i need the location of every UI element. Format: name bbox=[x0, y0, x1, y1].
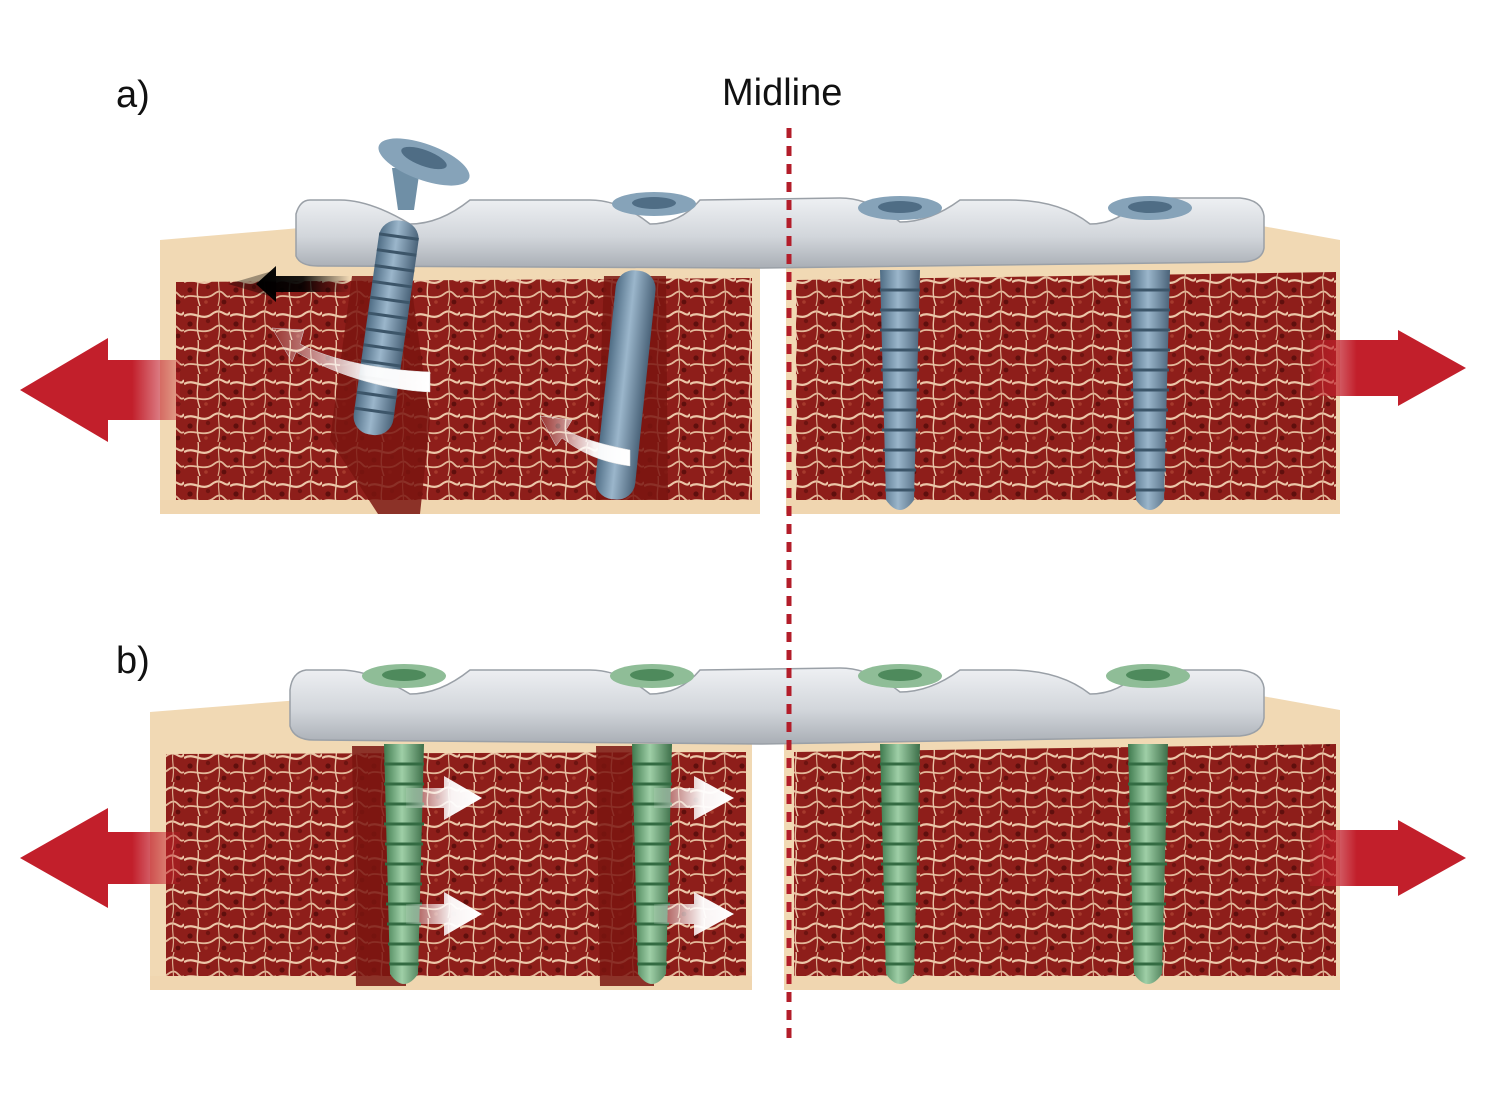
force-arrow-left-b-icon bbox=[20, 808, 180, 908]
plate-a bbox=[295, 197, 1265, 269]
plate-b bbox=[289, 667, 1265, 745]
force-arrow-right-a-icon bbox=[1310, 330, 1466, 406]
compression-arrow-icon-1 bbox=[271, 327, 431, 393]
force-arrow-right-b-icon bbox=[1310, 820, 1466, 896]
compression-arrow-icon-2 bbox=[539, 415, 631, 467]
screw-b3 bbox=[858, 664, 942, 984]
screw-b4 bbox=[1106, 664, 1190, 984]
load-arrow-icon-3 bbox=[654, 776, 734, 820]
load-arrow-icon-1 bbox=[406, 776, 482, 820]
marrow-right-b bbox=[794, 744, 1336, 976]
midline-label: Midline bbox=[722, 72, 843, 114]
marrow-right-a bbox=[796, 272, 1336, 500]
panel-a-label: a) bbox=[116, 74, 150, 116]
panel-b bbox=[20, 664, 1466, 990]
panel-a bbox=[20, 138, 1466, 514]
force-arrow-left-a-icon bbox=[20, 338, 180, 442]
panel-b-label: b) bbox=[116, 640, 150, 682]
load-arrow-icon-4 bbox=[654, 892, 734, 936]
screw-head-a1 bbox=[378, 138, 470, 210]
screw-a2 bbox=[595, 192, 696, 500]
load-arrow-icon-2 bbox=[406, 892, 482, 936]
screw-a4 bbox=[1108, 196, 1192, 510]
screw-a3 bbox=[858, 196, 942, 510]
backout-arrow-icon bbox=[256, 266, 350, 302]
